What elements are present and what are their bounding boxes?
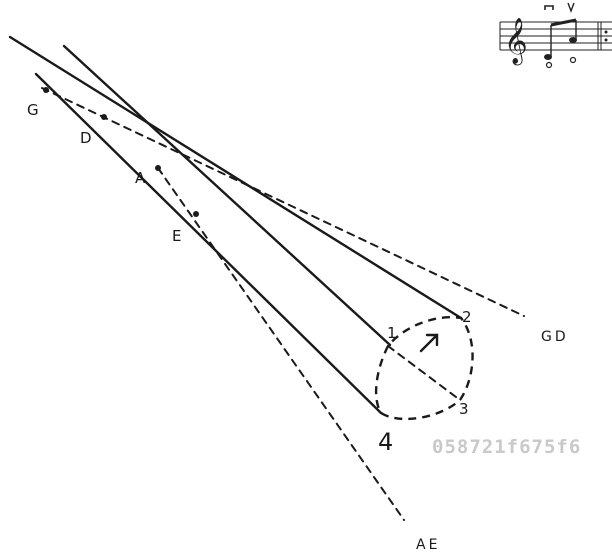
open-string-mark [545,61,553,69]
point-a-dot [155,165,161,171]
string-plane-gd [41,87,525,317]
note-head [544,54,552,60]
music-notation-excerpt: 𝄞 [499,2,612,69]
label-plane-gd: GD [541,329,569,345]
label-position-2: 2 [462,308,472,326]
label-g: G [27,101,39,119]
bow-line-to-1 [62,44,392,347]
label-plane-ae: AE [416,537,440,553]
point-g-dot [43,87,49,93]
point-d-dot [101,114,107,120]
down-bow-icon [544,5,554,10]
treble-clef-icon: 𝄞 [504,18,528,66]
string-plane-ae [157,167,405,521]
label-position-1: 1 [387,324,397,342]
label-position-3: 3 [459,400,469,418]
bow-path-1-3 [387,345,461,401]
up-bow-icon [567,2,575,13]
note-beam [550,18,577,27]
watermark: 058721f675f6 [432,436,581,458]
bow-motion-loop [374,316,474,421]
label-e: E [172,227,181,245]
label-position-4: 4 [378,428,393,456]
direction-arrowhead-icon [425,333,439,347]
direction-arrow-icon [419,333,439,353]
bow-line-to-4 [34,72,383,415]
point-e-dot [193,211,199,217]
label-d: D [80,129,92,147]
label-a: A [135,169,146,187]
bow-line-to-2 [8,35,463,320]
